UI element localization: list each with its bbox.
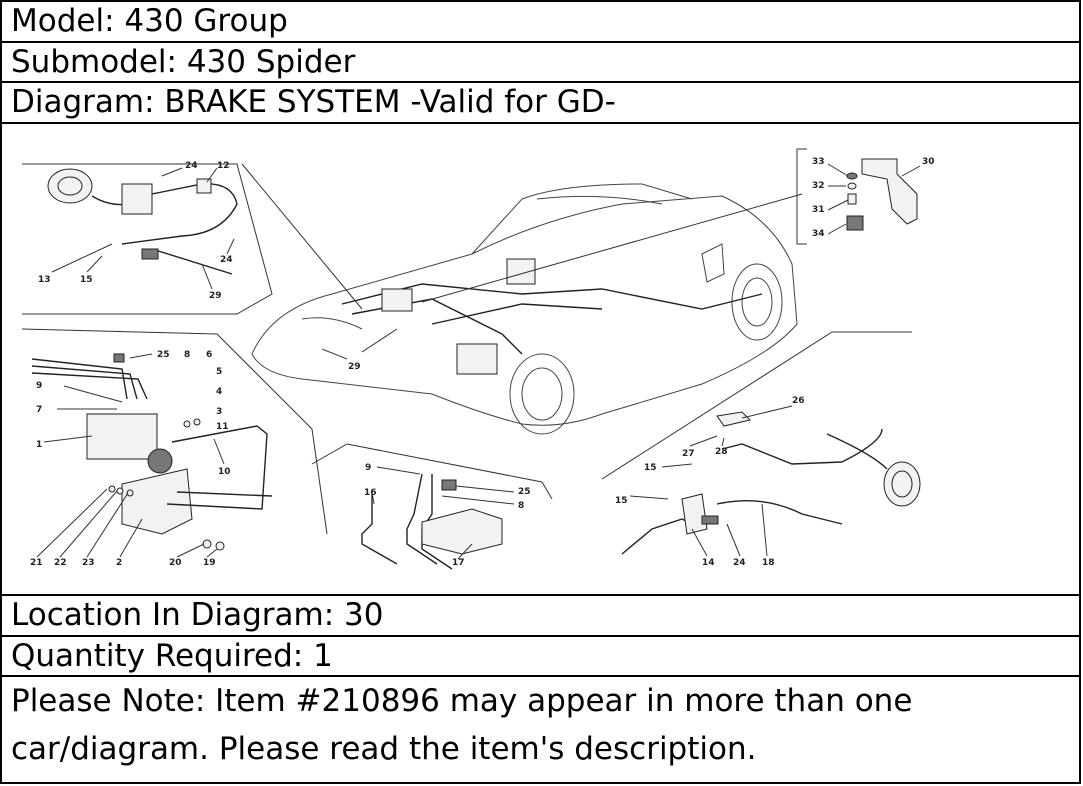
callout-19: 19 [203,558,216,568]
callout-24: 24 [185,161,198,171]
callout-7: 7 [36,405,42,415]
quantity-row: Quantity Required: 1 [2,637,1081,677]
location-row: Location In Diagram: 30 [2,596,1081,637]
callout-15: 15 [80,275,93,285]
callout-10: 10 [218,467,231,477]
callout-9: 9 [365,463,371,473]
callout-13: 13 [38,275,51,285]
callout-14: 14 [702,558,715,568]
callout-31: 31 [812,205,825,215]
callout-6: 6 [206,350,212,360]
callout-labels: 24 12 13 15 24 29 33 30 32 31 34 29 25 8… [30,157,935,568]
submodel-row: Submodel: 430 Spider [2,43,1081,83]
brake-system-diagram: 24 12 13 15 24 29 33 30 32 31 34 29 25 8… [2,124,1081,596]
car-outline [241,163,803,435]
callout-5: 5 [216,367,222,377]
callout-29: 29 [348,362,361,372]
callout-9: 9 [36,381,42,391]
callout-25: 25 [518,487,531,497]
callout-25: 25 [157,350,170,360]
exploded-view-drawing: 24 12 13 15 24 29 33 30 32 31 34 29 25 8… [21,148,935,570]
callout-3: 3 [216,407,222,417]
callout-17: 17 [452,558,465,568]
callout-24: 24 [220,255,233,265]
callout-2: 2 [116,558,122,568]
callout-8: 8 [184,350,190,360]
callout-26: 26 [792,396,805,406]
model-row: Model: 430 Group [2,2,1081,43]
callout-30: 30 [922,157,935,167]
detail-top-right [796,148,921,245]
callout-15: 15 [615,496,628,506]
callout-34: 34 [812,229,825,239]
callout-32: 32 [812,181,825,191]
callout-11: 11 [216,422,229,432]
callout-23: 23 [82,558,95,568]
callout-22: 22 [54,558,67,568]
detail-middle-bottom [311,443,553,570]
note-row: Please Note: Item #210896 may appear in … [11,683,913,767]
callout-12: 12 [217,161,230,171]
callout-4: 4 [216,387,222,397]
callout-29: 29 [209,291,222,301]
callout-16: 16 [364,488,377,498]
callout-18: 18 [762,558,775,568]
callout-8: 8 [518,501,524,511]
callout-28: 28 [715,447,728,457]
callout-1: 1 [36,440,42,450]
callout-27: 27 [682,449,695,459]
callout-33: 33 [812,157,825,167]
detail-right-bottom [601,331,921,557]
callout-21: 21 [30,558,43,568]
callout-20: 20 [169,558,182,568]
detail-top-left [22,163,273,315]
callout-24: 24 [733,558,746,568]
detail-left [21,328,328,558]
callout-15: 15 [644,463,657,473]
diagram-title-row: Diagram: BRAKE SYSTEM -Valid for GD- [2,83,1081,124]
